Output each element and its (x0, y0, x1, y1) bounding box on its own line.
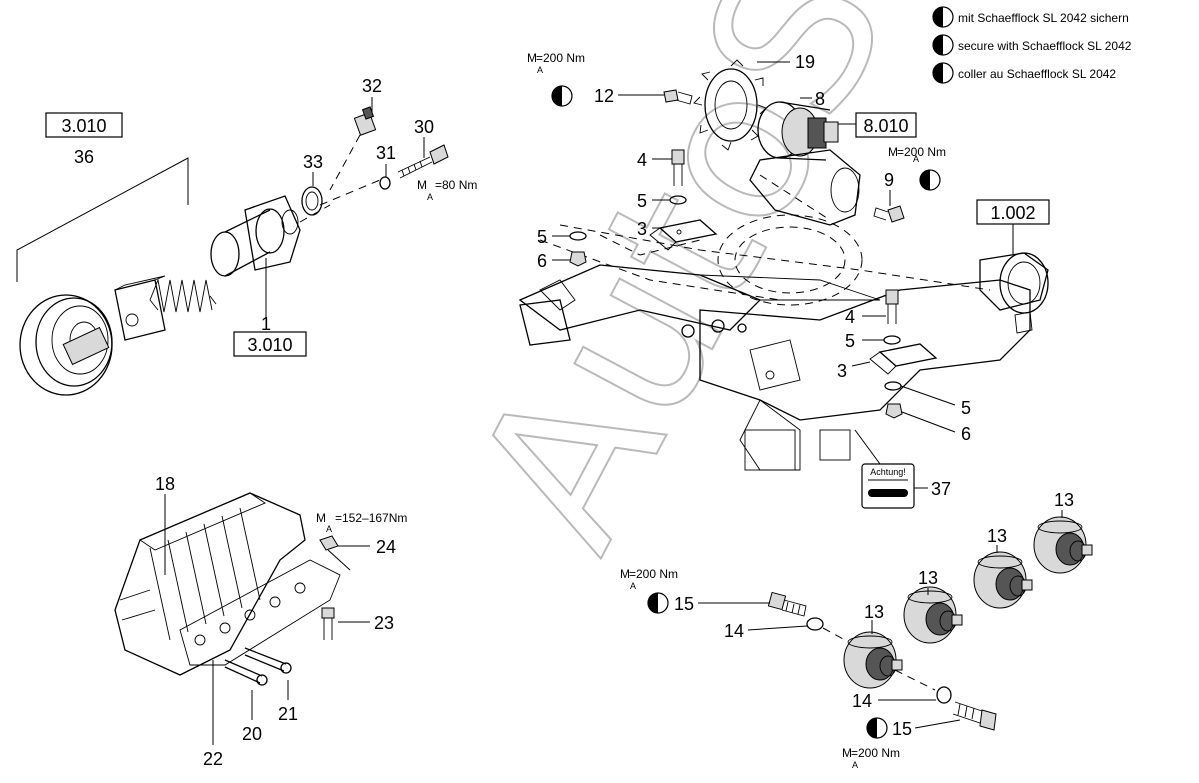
torque-15-top: M A =200 Nm (620, 567, 678, 591)
ref-3010-bottom: 3.010 (247, 335, 292, 355)
label-12: 12 (594, 86, 614, 106)
label-37: 37 (931, 479, 951, 499)
label-22: 22 (203, 749, 223, 769)
label-20: 20 (242, 724, 262, 744)
svg-text:=152–167Nm: =152–167Nm (335, 511, 407, 525)
lock-icon-15-bottom (866, 717, 888, 739)
roller-2 (973, 551, 1033, 609)
legend-row-3: coller au Schaefflock SL 2042 (932, 62, 1116, 84)
ref-8010: 8.010 (863, 116, 908, 136)
undercarriage-frame: 1.002 4 5 3 5 6 4 5 3 (518, 149, 1050, 509)
label-13-b: 13 (987, 526, 1007, 546)
lock-icon-15-top (647, 592, 669, 614)
label-19: 19 (795, 52, 815, 72)
label-24: 24 (376, 537, 396, 557)
label-6-right: 6 (961, 424, 971, 444)
legend-text: coller au Schaefflock SL 2042 (958, 67, 1116, 81)
label-30: 30 (414, 117, 434, 137)
svg-text:M: M (842, 746, 852, 760)
legend-row-2: secure with Schaefflock SL 2042 (932, 34, 1132, 56)
label-21: 21 (278, 704, 298, 724)
ref-1002: 1.002 (990, 203, 1035, 223)
label-13-a: 13 (1054, 490, 1074, 510)
svg-text:=80 Nm: =80 Nm (435, 178, 477, 192)
ref-box-8010[interactable] (855, 112, 917, 138)
watermark: AutoSoft (427, 0, 1069, 584)
legend-row-1: mit Schaefflock SL 2042 sichern (932, 6, 1129, 28)
label-14-top: 14 (724, 621, 744, 641)
torque-9: M A =200 Nm (888, 145, 946, 164)
legend-text: secure with Schaefflock SL 2042 (958, 39, 1132, 53)
label-15-bottom: 15 (892, 719, 912, 739)
svg-text:Achtung!: Achtung! (870, 467, 906, 477)
torque-15-bottom: M A =200 Nm (842, 746, 900, 770)
roller-1 (1033, 516, 1093, 574)
label-31: 31 (376, 143, 396, 163)
label-14-bottom: 14 (852, 691, 872, 711)
lock-icon-9 (919, 169, 941, 191)
ref-box-3010-top[interactable] (45, 112, 123, 138)
svg-text:M: M (527, 51, 537, 65)
watermark-text: AutoSoft (428, 0, 1068, 583)
ref-3010-top: 3.010 (61, 116, 106, 136)
svg-text:M: M (888, 145, 898, 159)
label-13-c: 13 (918, 568, 938, 588)
label-8: 8 (815, 89, 825, 109)
svg-text:=200 Nm: =200 Nm (851, 746, 900, 760)
svg-text:A: A (852, 760, 858, 770)
svg-text:A: A (427, 192, 433, 202)
svg-text:=200 Nm: =200 Nm (536, 51, 585, 65)
svg-text:M: M (316, 511, 326, 525)
label-3-top: 3 (637, 219, 647, 239)
label-9: 9 (884, 170, 894, 190)
roller-4 (843, 631, 903, 689)
label-33: 33 (303, 152, 323, 172)
label-4-top: 4 (637, 150, 647, 170)
legend-text: mit Schaefflock SL 2042 sichern (958, 11, 1129, 25)
label-13-d: 13 (864, 602, 884, 622)
svg-text:A: A (326, 524, 332, 534)
svg-text:M: M (417, 178, 427, 192)
svg-text:M: M (620, 567, 630, 581)
label-36: 36 (74, 147, 94, 167)
label-1: 1 (261, 314, 271, 334)
lock-icon-12 (551, 85, 573, 107)
label-5-left: 5 (537, 227, 547, 247)
ref-box-3010-bottom[interactable] (233, 331, 307, 357)
svg-text:A: A (913, 154, 919, 164)
ref-box-1002[interactable] (976, 199, 1050, 225)
drive-motor (757, 101, 856, 161)
label-4-right: 4 (845, 307, 855, 327)
svg-text:=200 Nm: =200 Nm (629, 567, 678, 581)
roller-3 (903, 586, 963, 644)
legend: mit Schaefflock SL 2042 sichern secure w… (932, 6, 1132, 84)
svg-text:=200 Nm: =200 Nm (897, 145, 946, 159)
torque-12: M A =200 Nm (527, 51, 585, 75)
svg-text:A: A (630, 581, 636, 591)
label-23: 23 (374, 613, 394, 633)
torque-30: M A =80 Nm (417, 178, 477, 202)
label-32: 32 (362, 76, 382, 96)
label-6-left: 6 (537, 251, 547, 271)
track-assembly: 18 24 M A =152–167Nm 23 20 21 22 (114, 474, 407, 769)
torque-24: M A =152–167Nm (316, 511, 407, 534)
label-5-right-b: 5 (961, 398, 971, 418)
svg-text:A: A (537, 65, 543, 75)
label-3-right: 3 (837, 361, 847, 381)
drive-assembly: 19 8 8.010 12 M A =200 Nm (527, 51, 946, 226)
label-15-top: 15 (674, 594, 694, 614)
label-5-top: 5 (637, 191, 647, 211)
track-rollers: 13 13 13 13 13 (620, 490, 1093, 770)
label-18: 18 (155, 474, 175, 494)
label-5-right-a: 5 (845, 331, 855, 351)
idler-assembly: 3.010 36 1 3.010 33 (16, 76, 477, 396)
